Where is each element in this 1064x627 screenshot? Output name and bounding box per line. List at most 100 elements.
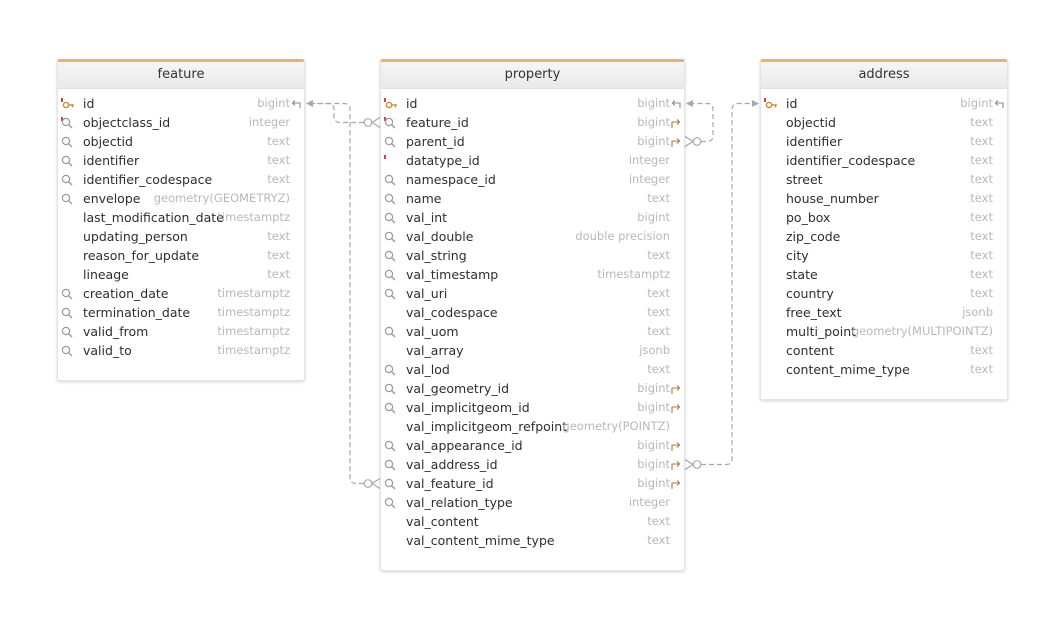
column-row[interactable]: state text	[761, 265, 1007, 284]
column-name: street	[786, 172, 823, 187]
column-name: id	[406, 96, 418, 111]
column-type: bigint	[637, 381, 670, 395]
foreign-key-icon	[671, 135, 681, 147]
column-name: valid_to	[83, 343, 132, 358]
index-icon	[61, 135, 75, 148]
column-type: text	[970, 267, 993, 281]
column-type: timestamptz	[217, 210, 290, 224]
index-icon	[61, 154, 75, 167]
crows-foot-marker	[684, 135, 695, 148]
crows-foot-marker	[370, 477, 381, 490]
column-type: text	[647, 286, 670, 300]
column-name: content	[786, 343, 834, 358]
column-name: state	[786, 267, 818, 282]
column-name: termination_date	[83, 305, 191, 320]
table-header[interactable]: property	[381, 62, 684, 89]
column-type: geometry(POINTZ)	[562, 419, 670, 433]
table-header[interactable]: address	[761, 62, 1007, 89]
index-icon	[384, 287, 398, 300]
crows-foot-marker	[684, 458, 695, 471]
column-name: envelope	[83, 191, 141, 206]
index-icon	[384, 192, 398, 205]
column-type: text	[647, 533, 670, 547]
column-name: val_codespace	[406, 305, 498, 320]
column-type: text	[970, 115, 993, 129]
index-icon	[384, 382, 398, 395]
index-icon	[384, 401, 398, 414]
column-type: text	[267, 267, 290, 281]
index-icon	[384, 363, 398, 376]
column-name: name	[406, 191, 442, 206]
column-name: id	[786, 96, 798, 111]
column-name: identifier	[786, 134, 843, 149]
column-name: creation_date	[83, 286, 169, 301]
column-name: city	[786, 248, 809, 263]
table-header[interactable]: feature	[58, 62, 304, 89]
relationship-val-address-id	[701, 102, 752, 466]
relationship-feature-id	[312, 102, 364, 124]
column-name: id	[83, 96, 95, 111]
column-type: text	[970, 153, 993, 167]
column-name: val_relation_type	[406, 495, 513, 510]
column-name: val_timestamp	[406, 267, 499, 282]
column-name: val_feature_id	[406, 476, 494, 491]
column-type: text	[970, 210, 993, 224]
